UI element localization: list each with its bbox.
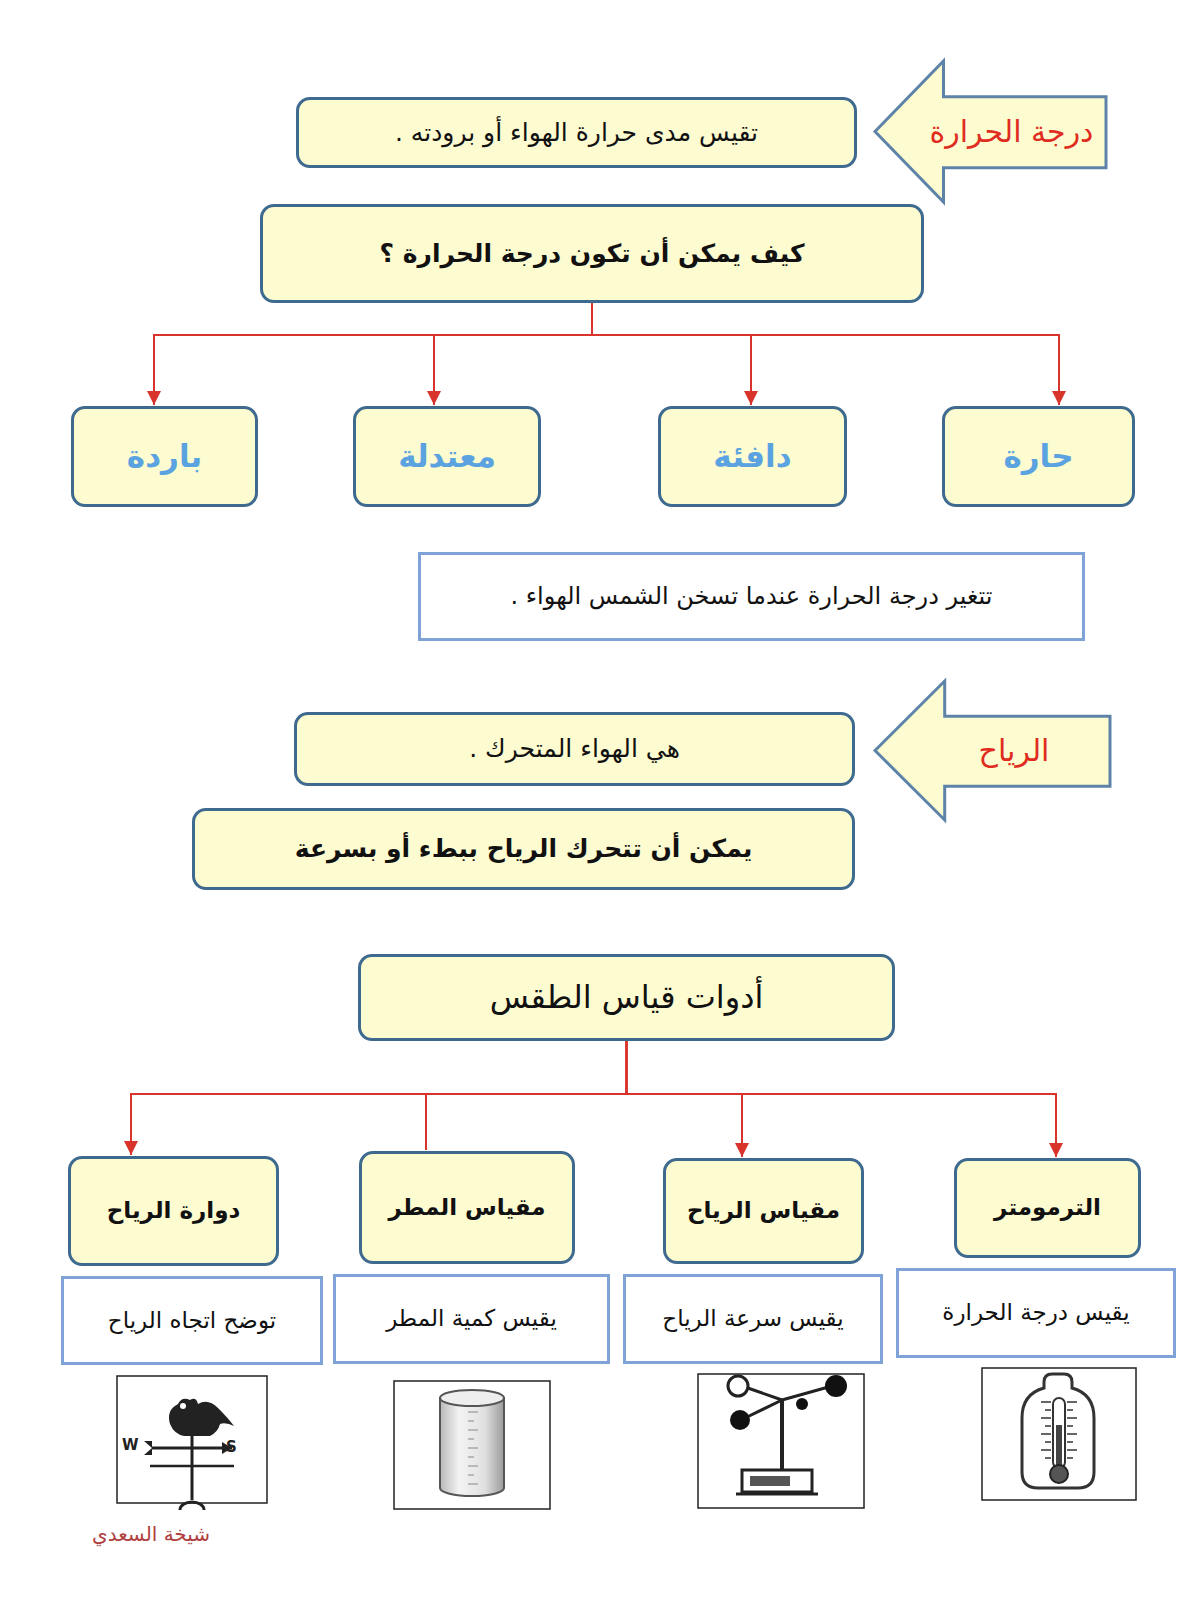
branch-connector: [154, 303, 592, 405]
node-text: باردة: [127, 438, 202, 475]
node-text: هي الهواء المتحرك .: [469, 734, 680, 764]
description-box: يقيس سرعة الرياح: [623, 1274, 883, 1364]
branch-connector: [627, 1041, 743, 1157]
node-text: معتدلة: [398, 438, 496, 475]
node-text: يقيس درجة الحرارة: [942, 1299, 1129, 1327]
description-box: يقيس درجة الحرارة: [896, 1268, 1176, 1358]
branch-connector: [592, 303, 751, 405]
node-text: يقيس سرعة الرياح: [662, 1305, 843, 1333]
category-box: دافئة: [658, 406, 847, 507]
node-text: الرياح: [926, 716, 1102, 786]
node-text: تتغير درجة الحرارة عندما تسخن الشمس الهو…: [511, 582, 993, 611]
node-text: كيف يمكن أن تكون درجة الحرارة ؟: [380, 239, 805, 269]
node-text: مقياس الرياح: [687, 1197, 840, 1225]
branch-connector: [627, 1041, 1057, 1157]
description-box: يقيس كمية المطر: [333, 1274, 610, 1364]
node-text: يقيس كمية المطر: [386, 1305, 557, 1333]
tool-box: دوارة الرياح: [68, 1156, 279, 1266]
branch-connector: [434, 303, 592, 405]
node-text: تقيس مدى حرارة الهواء أو برودته .: [395, 118, 758, 148]
node-text: حارة: [1003, 438, 1073, 475]
thermometer-icon: [982, 1368, 1136, 1500]
node-text: درجة الحرارة: [925, 97, 1098, 168]
description-box: توضح اتجاه الرياح: [61, 1276, 323, 1365]
topic-arrow: درجة الحرارة: [873, 59, 1108, 204]
node-text: يمكن أن تتحرك الرياح ببطء أو بسرعة: [295, 834, 753, 864]
category-box: حارة: [942, 406, 1135, 507]
branch-connector: [592, 303, 1059, 405]
definition-box: هي الهواء المتحرك .: [294, 712, 855, 786]
node-text: دوارة الرياح: [107, 1197, 241, 1225]
node-text: مقياس المطر: [388, 1194, 545, 1222]
node-text: أدوات قياس الطقس: [490, 978, 764, 1016]
node-text: دافئة: [713, 438, 791, 475]
note-box: تتغير درجة الحرارة عندما تسخن الشمس الهو…: [418, 552, 1085, 641]
definition-box: تقيس مدى حرارة الهواء أو برودته .: [296, 97, 857, 168]
author-signature: شيخة السعدي: [92, 1524, 210, 1544]
topic-arrow: الرياح: [873, 679, 1112, 822]
compass-letter: W: [122, 1438, 139, 1453]
branch-connector: [131, 1041, 627, 1155]
question-box: يمكن أن تتحرك الرياح ببطء أو بسرعة: [192, 808, 855, 890]
wind-vane-icon: [117, 1376, 267, 1510]
tool-box: مقياس الرياح: [663, 1158, 864, 1264]
tool-box: مقياس المطر: [359, 1151, 575, 1264]
question-box: كيف يمكن أن تكون درجة الحرارة ؟: [260, 204, 924, 303]
category-box: باردة: [71, 406, 258, 507]
node-text: توضح اتجاه الرياح: [108, 1307, 276, 1335]
branch-connector: [426, 1041, 627, 1150]
category-box: معتدلة: [353, 406, 541, 507]
heading-box: أدوات قياس الطقس: [358, 954, 895, 1041]
node-text: الترمومتر: [994, 1194, 1101, 1222]
compass-letter: S: [226, 1440, 237, 1455]
rain-gauge-icon: [394, 1381, 550, 1509]
anemometer-icon: [698, 1374, 864, 1508]
tool-box: الترمومتر: [954, 1158, 1141, 1258]
